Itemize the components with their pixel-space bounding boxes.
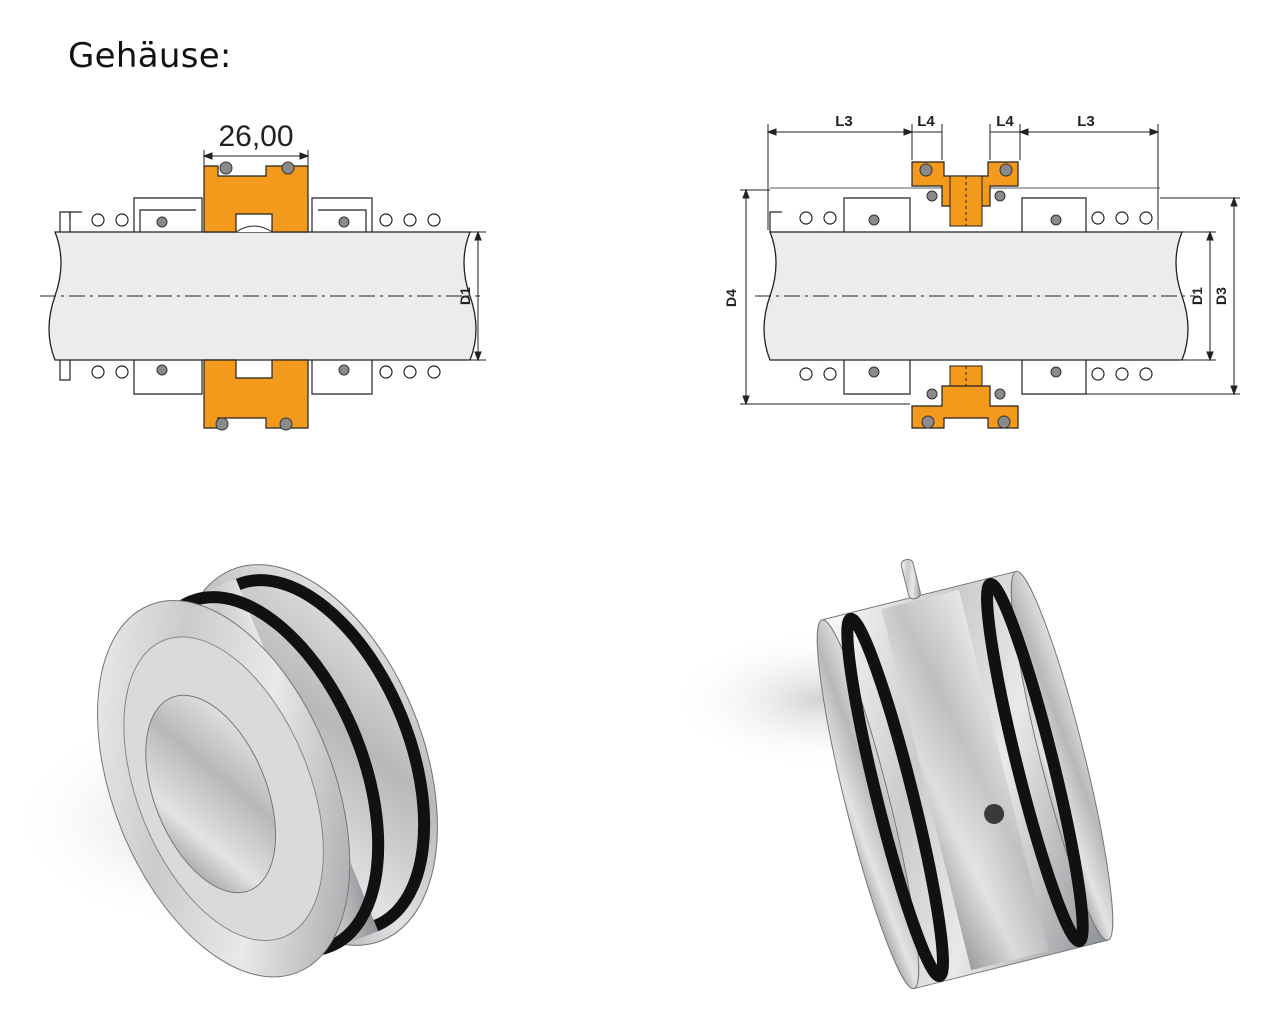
shaft-right <box>755 231 1195 361</box>
seal-parts-top-right <box>769 187 1160 232</box>
orings-top-left <box>156 216 350 228</box>
dimension-d1-left <box>470 230 486 362</box>
dim-d4: D4 <box>723 289 739 307</box>
dim-d3: D3 <box>1213 287 1229 305</box>
orings-bottom-right <box>868 366 1062 400</box>
orings-top-right <box>868 190 1062 226</box>
housing-bottom-right <box>911 365 1019 429</box>
dim-l4-left: L4 <box>917 113 935 130</box>
orings-bottom-left <box>156 364 350 376</box>
page-title: Gehäuse: <box>68 36 232 76</box>
dim-l4-right: L4 <box>996 113 1014 130</box>
dimension-width-label: 26,00 <box>218 120 293 153</box>
housing-top-right <box>911 161 1019 227</box>
dim-l3-left: L3 <box>835 113 853 130</box>
housing-photo-front <box>10 564 438 978</box>
housing-photo-side <box>670 558 1114 990</box>
dimension-diameters-right <box>740 188 1240 406</box>
seal-parts-bottom-right <box>799 360 1153 395</box>
dimension-width-left <box>202 150 310 166</box>
shaft-left <box>40 231 480 361</box>
dim-d1-right: D1 <box>1189 287 1205 305</box>
dimension-lengths-right <box>766 124 1160 230</box>
housing-top-left <box>203 161 309 233</box>
dimension-d1-left-label: D1 <box>457 287 473 305</box>
seal-parts-bottom-left <box>59 360 441 395</box>
housing-bottom-left <box>203 359 309 431</box>
dim-l3-right: L3 <box>1077 113 1095 130</box>
seal-parts-top-left <box>59 197 441 232</box>
